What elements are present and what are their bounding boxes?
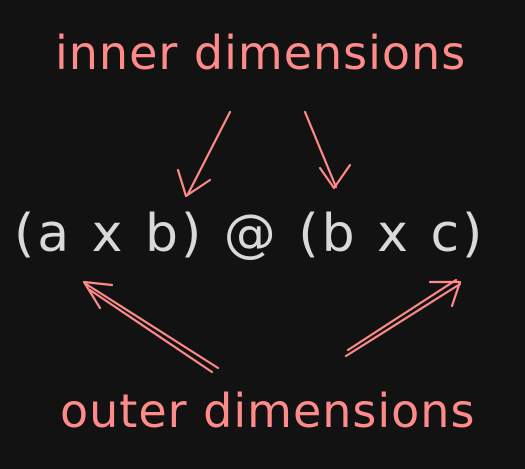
arrow-inner-left <box>176 110 232 198</box>
inner-dimensions-label: inner dimensions <box>55 26 467 80</box>
matrix-expression: (a x b) @ (b x c) <box>14 204 486 264</box>
arrow-inner-right <box>303 110 352 190</box>
arrow-outer-left <box>82 280 220 374</box>
outer-dimensions-label: outer dimensions <box>60 384 476 438</box>
arrow-outer-right <box>344 278 462 358</box>
